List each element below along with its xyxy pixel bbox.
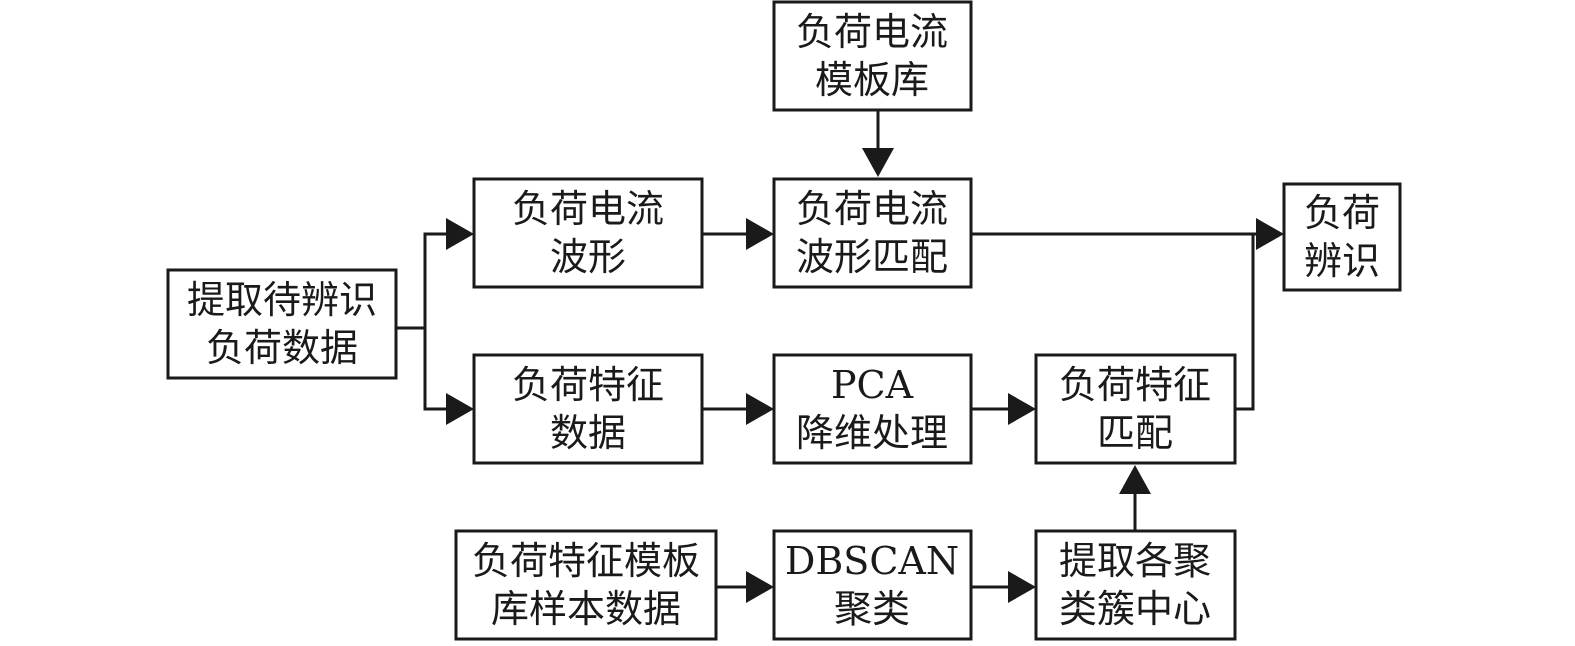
node-waveform-matching-line-2: 波形匹配 xyxy=(796,235,948,279)
node-feature-matching-line-2: 匹配 xyxy=(1097,411,1173,455)
nodes: 提取待辨识 负荷数据 负荷电流 波形 负荷电流 模板库 负荷电流 波形匹配 负荷… xyxy=(166,0,1402,641)
node-dbscan-clustering-line-2: 聚类 xyxy=(834,587,910,631)
node-template-library-line-2: 模板库 xyxy=(815,58,929,102)
node-current-waveform: 负荷电流 波形 xyxy=(472,177,704,289)
arrowhead-feature-match-bottom xyxy=(1119,465,1151,494)
node-cluster-centers-line-2: 类簇中心 xyxy=(1059,587,1211,631)
arrowhead-feature-match-left xyxy=(1008,393,1036,425)
arrowhead-feature-data xyxy=(446,393,474,425)
arrowhead-wave-match-left xyxy=(746,218,774,250)
node-feature-data: 负荷特征 数据 xyxy=(472,353,704,465)
node-pca-reduction: PCA 降维处理 xyxy=(772,353,973,465)
node-extract-data: 提取待辨识 负荷数据 xyxy=(166,268,398,380)
node-extract-data-line-1: 提取待辨识 xyxy=(187,278,377,322)
node-current-waveform-line-2: 波形 xyxy=(550,235,626,279)
node-feature-matching-line-1: 负荷特征 xyxy=(1059,363,1211,407)
node-template-library: 负荷电流 模板库 xyxy=(772,0,973,112)
node-waveform-matching: 负荷电流 波形匹配 xyxy=(772,177,973,289)
arrowhead-centers xyxy=(1008,571,1036,603)
node-feature-data-line-1: 负荷特征 xyxy=(512,363,664,407)
node-dbscan-clustering: DBSCAN 聚类 xyxy=(772,529,973,641)
node-cluster-centers: 提取各聚 类簇中心 xyxy=(1034,529,1237,641)
edge-feature-match-to-identify xyxy=(1235,234,1255,411)
edge-extract-to-feature-data xyxy=(423,328,450,411)
node-waveform-matching-line-1: 负荷电流 xyxy=(796,187,948,231)
node-load-identification-line-2: 辨识 xyxy=(1304,239,1380,283)
arrowhead-dbscan xyxy=(746,571,774,603)
node-pca-reduction-line-2: 降维处理 xyxy=(796,411,948,455)
edges xyxy=(396,110,1284,603)
arrowhead-waveform xyxy=(446,218,474,250)
node-template-sample-data-line-2: 库样本数据 xyxy=(491,587,681,631)
node-template-library-line-1: 负荷电流 xyxy=(796,10,948,54)
node-load-identification: 负荷 辨识 xyxy=(1282,182,1402,292)
edge-extract-to-waveform xyxy=(423,232,450,328)
node-template-sample-data-line-1: 负荷特征模板 xyxy=(472,539,700,583)
node-cluster-centers-line-1: 提取各聚 xyxy=(1059,539,1211,583)
node-current-waveform-line-1: 负荷电流 xyxy=(512,187,664,231)
arrowhead-wave-match-top xyxy=(862,148,894,177)
node-feature-matching: 负荷特征 匹配 xyxy=(1034,353,1237,465)
node-template-sample-data: 负荷特征模板 库样本数据 xyxy=(454,529,718,641)
node-load-identification-line-1: 负荷 xyxy=(1304,191,1380,235)
node-feature-data-line-2: 数据 xyxy=(550,411,626,455)
node-pca-reduction-line-1: PCA xyxy=(831,363,914,407)
node-dbscan-clustering-line-1: DBSCAN xyxy=(785,539,959,583)
arrowhead-pca xyxy=(746,393,774,425)
arrowhead-identify xyxy=(1256,218,1284,250)
node-extract-data-line-2: 负荷数据 xyxy=(206,326,358,370)
